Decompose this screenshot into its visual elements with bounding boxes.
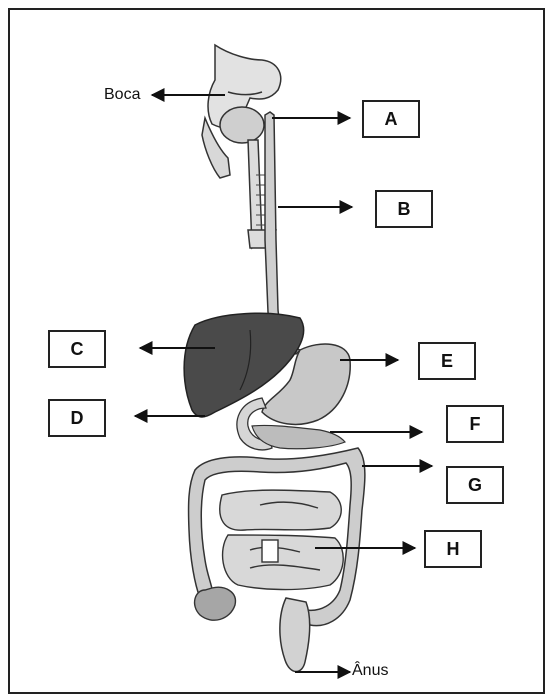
box-b: B	[375, 190, 433, 228]
box-g: G	[446, 466, 504, 504]
box-e: E	[418, 342, 476, 380]
box-h: H	[424, 530, 482, 568]
box-d: D	[48, 399, 106, 437]
small-intestine	[220, 490, 343, 589]
rectum	[280, 598, 310, 672]
box-f: F	[446, 405, 504, 443]
label-boca: Boca	[104, 86, 140, 104]
label-anus: Ânus	[352, 662, 388, 680]
appendix	[195, 587, 236, 620]
box-a: A	[362, 100, 420, 138]
box-c: C	[48, 330, 106, 368]
